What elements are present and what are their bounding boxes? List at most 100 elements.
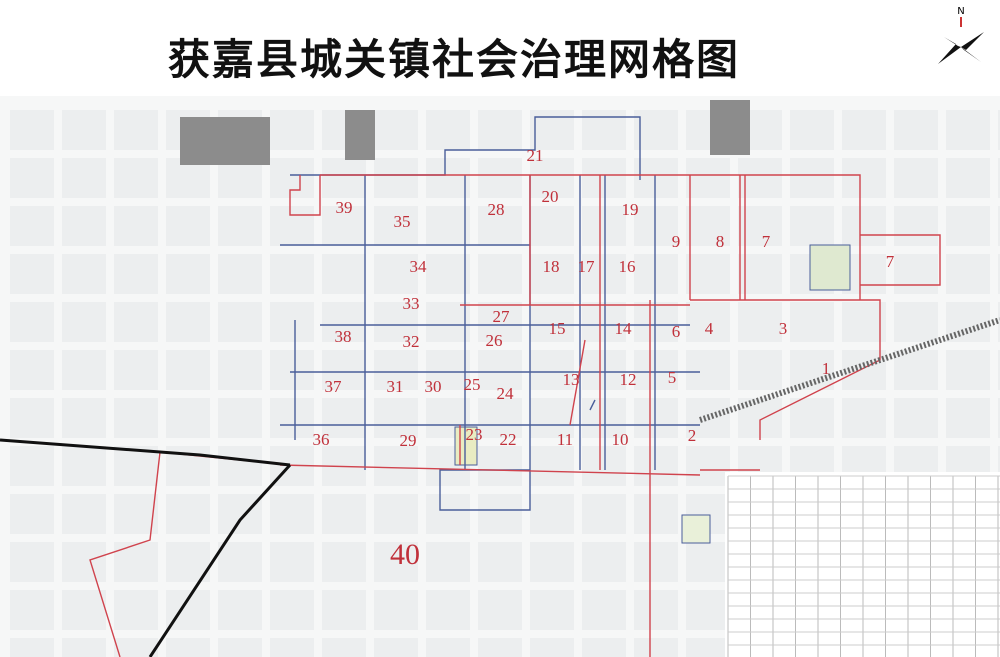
city-block bbox=[374, 590, 418, 630]
city-block bbox=[426, 494, 470, 534]
city-block bbox=[998, 302, 1000, 342]
city-block bbox=[842, 110, 886, 150]
city-block bbox=[322, 494, 366, 534]
city-block bbox=[166, 350, 210, 390]
city-block bbox=[322, 590, 366, 630]
city-block bbox=[374, 494, 418, 534]
city-block bbox=[426, 254, 470, 294]
city-block bbox=[634, 398, 678, 438]
city-block bbox=[582, 158, 626, 198]
grid-label-26: 26 bbox=[486, 331, 503, 350]
city-block bbox=[270, 206, 314, 246]
city-block bbox=[582, 302, 626, 342]
grid-label-11: 11 bbox=[557, 430, 573, 449]
city-block bbox=[270, 254, 314, 294]
city-block bbox=[166, 494, 210, 534]
city-block bbox=[946, 398, 990, 438]
city-block bbox=[374, 542, 418, 582]
city-block bbox=[270, 398, 314, 438]
grid-label-5: 5 bbox=[668, 368, 677, 387]
grid-label-18: 18 bbox=[543, 257, 560, 276]
city-block bbox=[686, 302, 730, 342]
city-block bbox=[426, 590, 470, 630]
city-block bbox=[478, 638, 522, 657]
city-block bbox=[686, 350, 730, 390]
city-block bbox=[114, 254, 158, 294]
city-block bbox=[218, 638, 262, 657]
city-block bbox=[62, 302, 106, 342]
city-block bbox=[270, 590, 314, 630]
grid-label-33: 33 bbox=[403, 294, 420, 313]
city-block bbox=[62, 206, 106, 246]
city-block bbox=[10, 398, 54, 438]
city-block bbox=[738, 350, 782, 390]
city-block bbox=[998, 254, 1000, 294]
city-block bbox=[10, 350, 54, 390]
city-block bbox=[270, 110, 314, 150]
city-block bbox=[582, 542, 626, 582]
city-block bbox=[374, 254, 418, 294]
city-block bbox=[218, 446, 262, 486]
city-block bbox=[998, 398, 1000, 438]
grid-label-2: 2 bbox=[688, 426, 697, 445]
city-block bbox=[634, 350, 678, 390]
building-block bbox=[710, 100, 750, 155]
city-block bbox=[218, 206, 262, 246]
city-block bbox=[946, 254, 990, 294]
city-block bbox=[842, 302, 886, 342]
grid-label-25: 25 bbox=[464, 375, 481, 394]
city-block bbox=[998, 350, 1000, 390]
grid-label-29: 29 bbox=[400, 431, 417, 450]
city-block bbox=[322, 302, 366, 342]
grid-label-28: 28 bbox=[488, 200, 505, 219]
grid-label-16: 16 bbox=[619, 257, 636, 276]
city-block bbox=[530, 350, 574, 390]
city-block bbox=[894, 350, 938, 390]
city-block bbox=[166, 206, 210, 246]
grid-label-3: 3 bbox=[779, 319, 788, 338]
city-block bbox=[478, 590, 522, 630]
city-block bbox=[10, 158, 54, 198]
grid-label-1: 1 bbox=[822, 359, 831, 378]
grid-label-38: 38 bbox=[335, 327, 352, 346]
city-block bbox=[842, 158, 886, 198]
grid-label-15: 15 bbox=[549, 319, 566, 338]
city-block bbox=[894, 110, 938, 150]
city-block bbox=[634, 494, 678, 534]
city-block bbox=[530, 206, 574, 246]
city-block bbox=[218, 350, 262, 390]
city-block bbox=[374, 302, 418, 342]
city-block bbox=[998, 158, 1000, 198]
north-label: N bbox=[957, 6, 964, 17]
city-block bbox=[322, 206, 366, 246]
grid-label-39: 39 bbox=[336, 198, 353, 217]
city-block bbox=[582, 110, 626, 150]
city-block bbox=[894, 254, 938, 294]
city-block bbox=[686, 254, 730, 294]
city-block bbox=[426, 638, 470, 657]
city-block bbox=[322, 398, 366, 438]
city-block bbox=[270, 494, 314, 534]
city-block bbox=[322, 350, 366, 390]
city-block bbox=[426, 110, 470, 150]
railway-line bbox=[0, 438, 291, 467]
city-block bbox=[62, 398, 106, 438]
city-block bbox=[10, 254, 54, 294]
city-block bbox=[946, 206, 990, 246]
city-block bbox=[634, 590, 678, 630]
map-title: 获嘉县城关镇社会治理网格图 bbox=[168, 35, 741, 84]
city-block bbox=[114, 398, 158, 438]
city-block bbox=[634, 446, 678, 486]
park-block bbox=[809, 244, 851, 291]
grid-label-20: 20 bbox=[542, 187, 559, 206]
grid-label-30: 30 bbox=[425, 377, 442, 396]
grid-label-17: 17 bbox=[578, 257, 596, 276]
city-block bbox=[582, 350, 626, 390]
park-block bbox=[681, 514, 711, 544]
grid-label-8: 8 bbox=[716, 232, 725, 251]
city-block bbox=[478, 110, 522, 150]
grid-labels: 1234567789101112131415161718192021222324… bbox=[313, 146, 895, 571]
city-block bbox=[62, 350, 106, 390]
grid-label-19: 19 bbox=[622, 200, 639, 219]
